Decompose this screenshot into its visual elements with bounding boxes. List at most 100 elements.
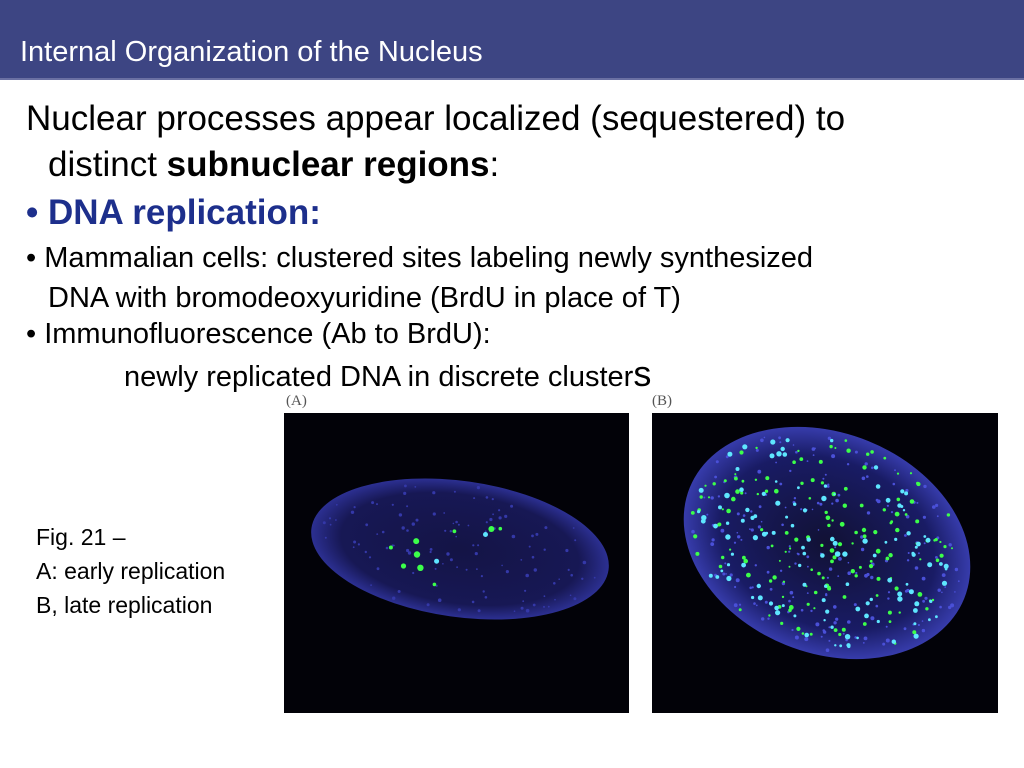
nuclear-background-speckle bbox=[824, 473, 827, 476]
nuclear-background-speckle bbox=[825, 648, 830, 652]
brdu-replication-focus bbox=[846, 448, 851, 453]
brdu-replication-focus bbox=[900, 505, 904, 508]
bullet3-text-2-end: s bbox=[633, 353, 652, 394]
nuclear-background-speckle bbox=[810, 609, 813, 613]
nuclear-background-speckle bbox=[472, 544, 475, 547]
nuclear-background-speckle bbox=[558, 578, 560, 580]
nuclear-background-speckle bbox=[415, 518, 419, 522]
nuclear-background-speckle bbox=[941, 573, 946, 577]
nuclear-background-speckle bbox=[905, 514, 910, 519]
brdu-replication-focus bbox=[725, 534, 731, 540]
nuclear-background-speckle bbox=[547, 605, 550, 608]
nuclear-background-speckle bbox=[807, 565, 809, 568]
nuclear-background-speckle bbox=[954, 567, 959, 572]
nuclear-background-speckle bbox=[957, 580, 960, 583]
brdu-replication-focus bbox=[830, 536, 835, 542]
brdu-replication-focus bbox=[413, 551, 421, 558]
nuclear-background-speckle bbox=[522, 600, 525, 603]
brdu-replication-focus bbox=[697, 510, 701, 514]
brdu-replication-focus bbox=[830, 625, 834, 629]
nuclear-background-speckle bbox=[922, 599, 925, 603]
brdu-replication-focus bbox=[884, 540, 888, 544]
nuclear-background-speckle bbox=[817, 529, 820, 531]
nuclear-background-speckle bbox=[434, 567, 437, 570]
nuclear-background-speckle bbox=[904, 589, 908, 593]
brdu-replication-focus bbox=[417, 564, 424, 571]
nuclear-background-speckle bbox=[847, 571, 851, 575]
nuclear-background-speckle bbox=[833, 621, 837, 625]
nuclear-background-speckle bbox=[944, 586, 947, 588]
brdu-replication-focus bbox=[810, 568, 813, 571]
brdu-replication-focus bbox=[789, 547, 792, 550]
nuclear-background-speckle bbox=[498, 509, 501, 512]
nuclear-background-speckle bbox=[485, 521, 488, 524]
brdu-replication-focus bbox=[775, 610, 781, 616]
nuclear-background-speckle bbox=[492, 513, 494, 516]
nuclear-background-speckle bbox=[792, 596, 795, 599]
nuclear-background-speckle bbox=[476, 486, 480, 490]
nuclear-background-speckle bbox=[886, 504, 889, 507]
nuclear-background-speckle bbox=[825, 593, 828, 597]
brdu-replication-focus bbox=[817, 571, 821, 576]
nuclear-background-speckle bbox=[411, 522, 415, 526]
brdu-replication-focus bbox=[824, 584, 828, 588]
nuclear-background-speckle bbox=[885, 625, 888, 628]
nuclear-background-speckle bbox=[826, 485, 830, 488]
brdu-replication-focus bbox=[832, 555, 837, 560]
intro-bold-term: subnuclear regions bbox=[166, 145, 490, 184]
brdu-replication-focus bbox=[858, 565, 862, 569]
brdu-replication-focus bbox=[741, 479, 745, 483]
nuclear-background-speckle bbox=[543, 605, 545, 608]
nuclear-background-speckle bbox=[533, 568, 537, 572]
bullet-dot: • bbox=[26, 242, 37, 274]
brdu-replication-focus bbox=[809, 632, 813, 636]
brdu-replication-focus bbox=[755, 446, 758, 450]
brdu-replication-focus bbox=[768, 601, 774, 606]
brdu-replication-focus bbox=[756, 492, 759, 496]
nuclear-background-speckle bbox=[761, 617, 765, 621]
brdu-replication-focus bbox=[784, 550, 787, 553]
brdu-replication-focus bbox=[734, 473, 737, 476]
nuclear-background-speckle bbox=[736, 531, 739, 534]
nuclear-background-speckle bbox=[329, 523, 332, 526]
nuclear-background-speckle bbox=[426, 603, 430, 607]
caption-line-1: Fig. 21 – bbox=[36, 524, 126, 550]
brdu-replication-focus bbox=[909, 499, 915, 504]
nuclear-background-speckle bbox=[498, 516, 502, 520]
brdu-replication-focus bbox=[727, 453, 732, 457]
brdu-replication-focus bbox=[829, 548, 835, 553]
nuclear-background-speckle bbox=[937, 588, 941, 592]
nuclear-background-speckle bbox=[742, 514, 746, 517]
nuclear-background-speckle bbox=[838, 557, 842, 561]
nuclear-background-speckle bbox=[717, 495, 721, 498]
brdu-replication-focus bbox=[913, 608, 918, 613]
nuclear-background-speckle bbox=[397, 590, 401, 593]
nuclear-background-speckle bbox=[432, 512, 436, 516]
brdu-replication-focus bbox=[775, 500, 781, 506]
brdu-replication-focus bbox=[869, 559, 873, 563]
brdu-replication-focus bbox=[801, 632, 805, 635]
nuclear-background-speckle bbox=[567, 568, 570, 571]
nuclear-background-speckle bbox=[789, 469, 792, 473]
nuclear-background-speckle bbox=[385, 546, 389, 550]
nuclear-background-speckle bbox=[794, 635, 799, 640]
nuclear-background-speckle bbox=[794, 562, 797, 565]
nuclear-background-speckle bbox=[404, 484, 407, 488]
brdu-replication-focus bbox=[855, 606, 861, 612]
brdu-replication-focus bbox=[820, 553, 825, 558]
nuclear-background-speckle bbox=[524, 589, 527, 592]
nuclear-background-speckle bbox=[398, 513, 403, 517]
brdu-replication-focus bbox=[829, 444, 833, 449]
brdu-replication-focus bbox=[859, 503, 864, 508]
nuclear-background-speckle bbox=[793, 497, 797, 500]
brdu-replication-focus bbox=[715, 575, 720, 579]
nuclear-background-speckle bbox=[715, 460, 719, 464]
micrograph-late-replication bbox=[652, 413, 998, 713]
nuclear-background-speckle bbox=[725, 455, 729, 459]
brdu-replication-focus bbox=[897, 596, 903, 602]
brdu-replication-focus bbox=[875, 484, 881, 489]
brdu-replication-focus bbox=[745, 507, 750, 513]
brdu-replication-focus bbox=[856, 636, 859, 640]
nuclear-background-speckle bbox=[407, 551, 412, 555]
brdu-replication-focus bbox=[792, 460, 796, 464]
